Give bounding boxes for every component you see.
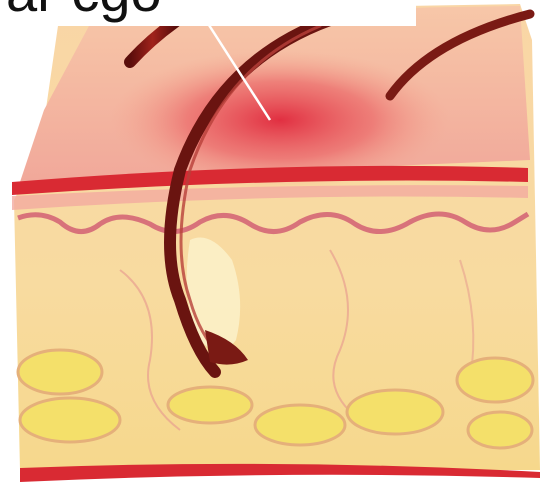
label-box: ar cgo: [0, 0, 416, 26]
figure-label: ar cgo: [6, 0, 162, 20]
